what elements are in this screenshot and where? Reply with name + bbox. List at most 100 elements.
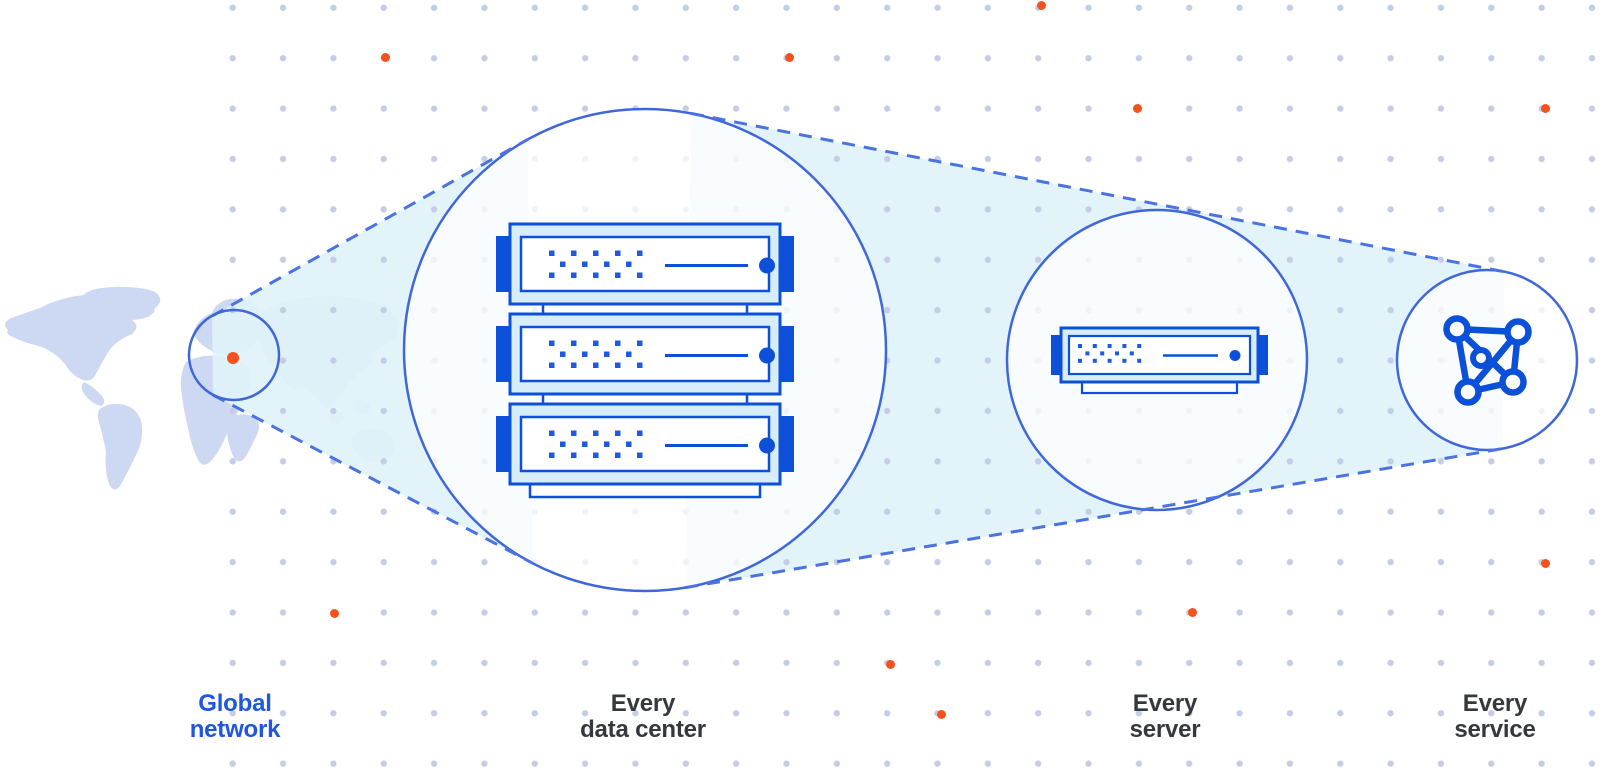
server-led-matrix: [549, 430, 643, 458]
label-global-network: Global network: [189, 690, 281, 743]
led-square: [1137, 344, 1142, 348]
accent-dot: [1540, 558, 1550, 568]
led-square: [1107, 344, 1112, 348]
server-rack-icon: [496, 222, 794, 499]
led-square: [571, 272, 577, 278]
server-faceplate: [1067, 334, 1252, 376]
led-square: [637, 340, 643, 346]
led-square: [571, 250, 577, 256]
mesh-node: [1499, 368, 1527, 396]
server-led-matrix: [549, 340, 643, 368]
server-left-tab: [496, 236, 512, 292]
led-square: [571, 452, 577, 458]
led-square: [626, 441, 632, 447]
label-every-server: Every server: [1129, 690, 1201, 743]
accent-dot: [1132, 103, 1142, 113]
led-square: [1122, 344, 1127, 348]
led-square: [1115, 351, 1119, 356]
led-square: [1100, 351, 1105, 356]
led-square: [549, 430, 555, 436]
led-square: [593, 430, 599, 436]
server-led-matrix: [549, 250, 643, 278]
accent-dot: [380, 52, 390, 62]
led-square: [1129, 351, 1134, 356]
led-square: [1107, 358, 1112, 363]
zoom-dash-lines: [211, 111, 1505, 590]
led-square: [560, 261, 566, 267]
map-south-america: [97, 403, 143, 490]
server-right-tab: [778, 416, 794, 472]
mesh-center-node: [1470, 347, 1492, 369]
led-square: [604, 441, 610, 447]
led-square: [615, 430, 621, 436]
server-power-dot: [759, 347, 775, 364]
accent-dot: [1036, 0, 1046, 10]
led-square: [615, 250, 621, 256]
dash-line-lower-right: [685, 447, 1503, 590]
led-square: [626, 351, 632, 357]
led-square: [571, 362, 577, 368]
led-square: [626, 261, 632, 267]
led-square: [571, 340, 577, 346]
map-central-america: [81, 382, 105, 406]
dash-line-upper-right: [690, 111, 1505, 274]
led-square: [637, 362, 643, 368]
server-right-tab: [778, 236, 794, 292]
accent-dot: [1540, 103, 1550, 113]
led-square: [582, 261, 588, 267]
server-unit-icon: [496, 312, 794, 396]
led-square: [604, 351, 610, 357]
led-square: [593, 340, 599, 346]
map-highlight-ring: [187, 308, 281, 402]
led-square: [593, 362, 599, 368]
led-square: [582, 351, 588, 357]
dash-line-lower-left: [212, 393, 534, 565]
led-square: [571, 430, 577, 436]
server-unit-icon: [496, 222, 794, 306]
server-icon: [1051, 326, 1268, 395]
accent-dot: [885, 659, 895, 669]
led-square: [560, 351, 566, 357]
mesh-node: [1454, 378, 1482, 406]
led-square: [1078, 344, 1082, 348]
map-north-america: [5, 293, 155, 381]
accent-dot: [1187, 607, 1197, 617]
mesh-node: [1504, 318, 1532, 346]
server-led-matrix: [1078, 344, 1142, 363]
led-square: [615, 452, 621, 458]
led-square: [1078, 358, 1082, 363]
led-square: [1137, 358, 1142, 363]
led-square: [549, 250, 555, 256]
server-unit-icon: [496, 402, 794, 486]
led-square: [1122, 358, 1127, 363]
server-power-dot: [759, 437, 775, 454]
server-right-tab: [778, 326, 794, 382]
accent-dot: [784, 52, 794, 62]
server-right-tab: [1257, 335, 1268, 375]
mesh-node: [1443, 315, 1471, 343]
led-square: [593, 452, 599, 458]
led-square: [604, 261, 610, 267]
accent-dot: [936, 709, 946, 719]
led-square: [637, 250, 643, 256]
accent-dot: [329, 608, 339, 618]
dash-line-upper-left: [211, 138, 529, 318]
map-marker-dot: [227, 352, 239, 364]
led-square: [615, 340, 621, 346]
server-power-dot: [759, 257, 775, 274]
server-left-tab: [496, 416, 512, 472]
label-every-data-center: Every data center: [580, 690, 706, 743]
led-square: [593, 250, 599, 256]
led-square: [1085, 351, 1090, 356]
led-square: [615, 362, 621, 368]
led-square: [637, 430, 643, 436]
led-square: [582, 441, 588, 447]
label-every-service: Every service: [1454, 690, 1536, 743]
led-square: [1092, 344, 1097, 348]
server-power-dot: [1229, 350, 1241, 361]
led-square: [549, 452, 555, 458]
led-square: [549, 340, 555, 346]
led-square: [637, 272, 643, 278]
